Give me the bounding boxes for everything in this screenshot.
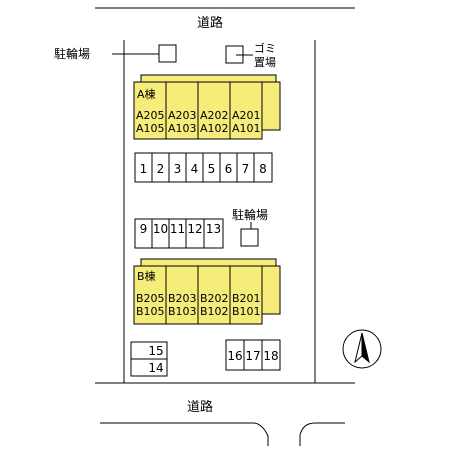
bicycle-parking-middle-label: 駐輪場: [232, 207, 268, 222]
compass-needle-right: [361, 332, 370, 364]
unit-a102: A102: [200, 122, 229, 135]
road-bottom-label: 道路: [187, 399, 213, 415]
parking-space-15: 15: [148, 344, 163, 358]
building-b-roof: [140, 258, 277, 266]
building-b-label: B棟: [137, 269, 156, 283]
unit-b101: B101: [232, 305, 261, 318]
building-a-shadow: [261, 81, 281, 131]
parking-space-5: 5: [208, 162, 216, 176]
building-b: B棟 B205 B105 B203 B103 B202 B102 B201 B1…: [133, 258, 281, 325]
unit-a105: A105: [136, 122, 165, 135]
building-a-roof: [140, 74, 277, 82]
unit-b102: B102: [200, 305, 229, 318]
parking-space-4: 4: [191, 162, 199, 176]
unit-a103: A103: [168, 122, 197, 135]
garbage-label-line1: ゴミ: [254, 41, 276, 55]
parking-space-6: 6: [225, 162, 233, 176]
parking-space-13: 13: [206, 222, 221, 236]
parking-space-16: 16: [227, 349, 242, 363]
parking-space-14: 14: [148, 361, 163, 375]
parking-space-3: 3: [174, 162, 182, 176]
unit-a101: A101: [232, 122, 261, 135]
parking-space-1: 1: [140, 162, 148, 176]
building-b-shadow: [261, 265, 281, 315]
unit-a203: A203: [168, 109, 197, 122]
parking-row-bottom-right-outline: [225, 339, 281, 371]
bicycle-parking-top-label: 駐輪場: [54, 46, 90, 61]
north-arrow-icon: [342, 329, 382, 369]
parking-space-18: 18: [263, 349, 278, 363]
bicycle-parking-top: [158, 44, 177, 63]
unit-b205: B205: [136, 292, 165, 305]
parking-space-8: 8: [259, 162, 267, 176]
parking-pair-left: 15 14: [130, 341, 168, 377]
parking-row-top: 1 2 3 4 5 6 7 8: [134, 152, 273, 183]
bicycle-parking-middle: [240, 228, 259, 247]
unit-b202: B202: [200, 292, 229, 305]
unit-a202: A202: [200, 109, 229, 122]
parking-space-10: 10: [153, 222, 168, 236]
garbage-label-line2: 置場: [254, 56, 276, 69]
unit-a201: A201: [232, 109, 261, 122]
parking-row-middle-outline: [134, 218, 224, 249]
building-a: A棟 A205 A105 A203 A103 A202 A102 A201 A1…: [133, 74, 281, 140]
parking-row-middle: 9 10 11 12 13: [134, 218, 224, 249]
parking-space-2: 2: [157, 162, 165, 176]
parking-space-9: 9: [140, 222, 148, 236]
road-top-label: 道路: [197, 15, 223, 31]
parking-space-7: 7: [242, 162, 250, 176]
unit-a205: A205: [136, 109, 165, 122]
building-a-label: A棟: [137, 87, 156, 101]
unit-b103: B103: [168, 305, 197, 318]
parking-space-17: 17: [245, 349, 260, 363]
unit-b201: B201: [232, 292, 261, 305]
unit-b203: B203: [168, 292, 197, 305]
unit-b105: B105: [136, 305, 165, 318]
bottom-entrance-right: [299, 422, 345, 446]
parking-space-11: 11: [170, 222, 185, 236]
parking-space-12: 12: [187, 222, 202, 236]
parking-row-bottom-right: 16 17 18: [225, 339, 281, 371]
bottom-entrance-left: [100, 422, 269, 446]
